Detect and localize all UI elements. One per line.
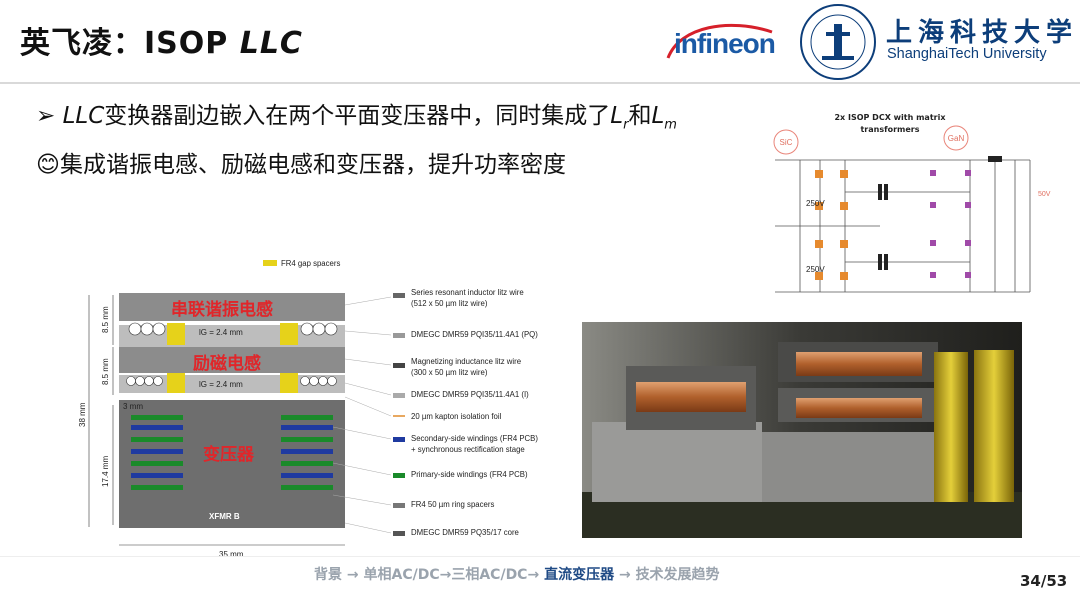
bullet-2: 😊集成谐振电感、励磁电感和变压器，提升功率密度: [36, 152, 566, 178]
input-voltage-1: 250V: [806, 199, 825, 208]
legend-item: DMEGC DMR59 PQI35/11.4A1 (PQ): [411, 330, 538, 339]
prototype-photo: [582, 322, 1022, 538]
dim-17-4: 17.4 mm: [101, 456, 110, 487]
label-magnetizing: 励磁电感: [193, 353, 261, 374]
university-seal-icon: [798, 2, 878, 82]
nav-single-phase[interactable]: 单相AC/DC: [363, 567, 440, 583]
infineon-logo: infineon: [660, 18, 778, 70]
legend-item: Series resonant inductor litz wire: [411, 288, 524, 297]
header-divider: [0, 82, 1080, 84]
university-name-cn: 上海科技大学: [886, 18, 1079, 48]
nav-three-phase[interactable]: 三相AC/DC: [451, 567, 528, 583]
legend-item: + synchronous rectification stage: [411, 445, 525, 454]
legend-item: DMEGC DMR59 PQI35/11.4A1 (I): [411, 390, 529, 399]
nav-trends[interactable]: 技术发展趋势: [635, 567, 720, 583]
legend-item: FR4 50 µm ring spacers: [411, 500, 494, 509]
gan-badge: GaN: [948, 134, 965, 143]
gap-length-2: lG = 2.4 mm: [199, 380, 243, 389]
output-voltage: 50V: [1038, 191, 1051, 198]
gap-length-1: lG = 2.4 mm: [199, 328, 243, 337]
smile-icon: 😊: [36, 152, 60, 178]
legend-item: Secondary-side windings (FR4 PCB): [411, 434, 538, 443]
section-breadcrumb: 背景 → 单相AC/DC→三相AC/DC→ 直流变压器 → 技术发展趋势: [314, 567, 720, 583]
infineon-wordmark: infineon: [674, 28, 776, 59]
transformer-cross-section: FR4 gap spacers: [75, 255, 575, 565]
circuit-title: 2x ISOP DCX with matrix transformers: [834, 113, 946, 134]
legend-item: DMEGC DMR59 PQ35/17 core: [411, 528, 519, 537]
university-name-en: ShanghaiTech University: [887, 46, 1047, 62]
legend-gap-spacers: FR4 gap spacers: [281, 259, 340, 268]
arrow-bullet-icon: ➢: [36, 103, 56, 129]
dim-8-5-mid: 8.5 mm: [101, 358, 110, 385]
bullet-1: ➢ LLC变换器副边嵌入在两个平面变压器中，同时集成了Lr和Lm: [36, 103, 677, 133]
legend-item: 20 µm kapton isolation foil: [411, 412, 502, 421]
circuit-schematic: SiC GaN: [770, 102, 1070, 300]
dim-8-5-top: 8.5 mm: [101, 306, 110, 333]
legend-item: (300 x 50 µm litz wire): [411, 368, 488, 377]
legend-item: Magnetizing inductance litz wire: [411, 357, 521, 366]
label-transformer: 变压器: [203, 444, 255, 465]
xfmr-label: XFMR B: [209, 512, 240, 521]
sic-badge: SiC: [780, 138, 793, 147]
infineon-swoosh-icon: [666, 23, 773, 59]
page-number: 34/53: [1020, 572, 1068, 590]
input-voltage-2: 250V: [806, 265, 825, 274]
legend-item: Primary-side windings (FR4 PCB): [411, 470, 528, 479]
nav-dc-transformer-current[interactable]: 直流变压器: [544, 567, 615, 583]
footer-divider: [0, 556, 1080, 557]
dim-35: 35 mm: [219, 550, 244, 559]
legend-item: (512 x 50 µm litz wire): [411, 299, 488, 308]
label-series-inductor: 串联谐振电感: [171, 299, 273, 320]
slide-title: 英飞凌：ISOP LLC: [20, 26, 303, 61]
dim-38: 38 mm: [78, 402, 87, 427]
nav-background[interactable]: 背景: [314, 567, 342, 583]
dim-3: 3 mm: [123, 402, 143, 411]
